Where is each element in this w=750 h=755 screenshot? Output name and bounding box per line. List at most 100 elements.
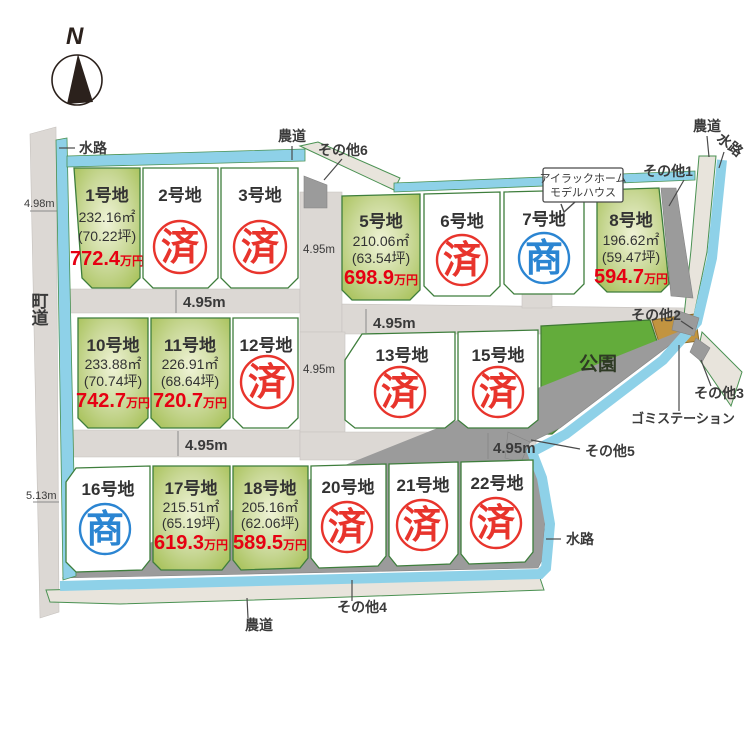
plot-22-sold-stamp: 済 [477, 503, 516, 545]
road-a-left-width: 4.95m [183, 294, 226, 311]
other6-shape [303, 175, 328, 209]
plot-8-shape [596, 187, 670, 293]
model-house-callout-line2: モデルハウス [550, 185, 616, 199]
road-vertical-3-5-width: 4.95m [303, 244, 335, 256]
plot-18-shape [232, 465, 309, 571]
plot-22: 22号地 済 [460, 459, 534, 565]
plot-15-sold-stamp-circle [471, 365, 525, 419]
plot-11-price: 720.7万円 [153, 390, 227, 412]
other4-label: その他4 [337, 599, 387, 615]
plot-18-tsubo: (62.06坪) [241, 515, 299, 531]
plot-6: 6号地 済 [423, 191, 501, 297]
waterway-right-label: 水路 [566, 531, 595, 547]
plot-8-name: 8号地 [609, 210, 652, 230]
town-road-shape [29, 126, 60, 619]
plot-2-shape [142, 167, 219, 289]
plot-17-area: 215.51㎡ [163, 499, 220, 515]
plot-16-negotiating-stamp: 商 [86, 509, 124, 551]
plot-7-name: 7号地 [522, 209, 565, 229]
plot-11: 11号地 226.91㎡ (68.64坪) 720.7万円 [150, 317, 231, 429]
model-house-callout-pointer [560, 201, 576, 214]
plot-16: 16号地 商 [65, 465, 151, 573]
other6-leader [323, 158, 343, 181]
plot-21: 21号地 済 [388, 461, 459, 567]
plot-17-shape [152, 465, 231, 571]
other2-label: その他2 [631, 307, 681, 323]
plot-5-name: 5号地 [359, 211, 402, 231]
plot-18-price: 589.5万円 [233, 532, 307, 554]
plot-8-area: 196.62㎡ [603, 232, 660, 248]
plot-10-shape [77, 317, 149, 429]
plot-11-tsubo: (68.64坪) [161, 373, 219, 389]
farm-road-right-label: 農道 [693, 118, 721, 134]
plot-22-name: 22号地 [471, 473, 524, 493]
road-vertical-12-13-width: 4.95m [303, 364, 335, 376]
waterway-band [59, 159, 727, 591]
road-vertical-3-5 [299, 191, 343, 333]
plot-11-area: 226.91㎡ [162, 356, 219, 372]
plot-22-sold-stamp-circle [469, 496, 523, 550]
farm-road-top-shape [298, 141, 401, 191]
plot-18-name: 18号地 [244, 478, 297, 498]
plot-15-name: 15号地 [472, 345, 525, 365]
plot-6-sold-stamp: 済 [443, 240, 482, 282]
plot-2-name: 2号地 [158, 185, 201, 205]
plot-21-name: 21号地 [397, 475, 450, 495]
plot-10-price: 742.7万円 [76, 390, 150, 412]
plot-10-tsubo: (70.74坪) [84, 373, 142, 389]
plot-13-shape [344, 331, 456, 429]
waterway-top-left-strip [66, 148, 306, 168]
plot-12-name: 12号地 [240, 335, 293, 355]
plot-6-sold-stamp-circle [435, 233, 489, 287]
plot-11-name: 11号地 [164, 335, 216, 355]
waterway-top-left-label: 水路 [79, 140, 108, 156]
plot-17: 17号地 215.51㎡ (65.19坪) 619.3万円 [152, 465, 231, 571]
plot-2-sold-stamp: 済 [161, 227, 200, 269]
plot-7: 7号地 商 [503, 189, 585, 295]
plot-1-price: 772.4万円 [70, 248, 144, 270]
plot-13-sold-stamp-circle [373, 365, 427, 419]
plot-5-price: 698.9万円 [344, 267, 418, 289]
plot-3-sold-stamp-circle [232, 219, 288, 275]
compass-circle-icon [51, 54, 103, 106]
road-a-right-width: 4.95m [373, 315, 416, 332]
plot-3-name: 3号地 [238, 185, 281, 205]
other2-shape [671, 309, 700, 337]
plot-11-shape [150, 317, 231, 429]
plot-20: 20号地 済 [310, 463, 387, 569]
plot-13: 13号地 済 [344, 331, 456, 429]
farm-road-right-leader [706, 135, 710, 158]
other1-shape [660, 187, 694, 299]
other3-label: その他3 [694, 385, 744, 401]
plot-15-sold-stamp: 済 [479, 372, 518, 414]
north-label: N [66, 23, 84, 50]
plot-20-sold-stamp-circle [320, 500, 374, 554]
compass: N [51, 23, 103, 106]
garbage-station-label: ゴミステーション [631, 411, 735, 426]
plot-10-name: 10号地 [87, 335, 140, 355]
plot-2: 2号地 済 [142, 167, 219, 289]
plot-3-shape [220, 167, 299, 289]
plot-20-sold-stamp: 済 [328, 507, 367, 549]
plot-13-sold-stamp: 済 [381, 372, 420, 414]
plot-3-sold-stamp: 済 [241, 227, 280, 269]
plot-6-shape [423, 191, 501, 297]
plot-5-area: 210.06㎡ [353, 233, 410, 249]
waterway-top-right-label: 水路 [714, 130, 747, 160]
other1-label: その他1 [643, 163, 693, 179]
plot-1-name: 1号地 [85, 185, 128, 205]
plot-18-area: 205.16㎡ [242, 499, 299, 515]
road-b-left [61, 429, 301, 458]
plot-10-area: 233.88㎡ [85, 356, 142, 372]
plot-7-negotiating-stamp-circle [517, 231, 571, 285]
farm-road-bottom-label: 農道 [245, 617, 273, 633]
town-road-width-top: 4.98m [24, 198, 55, 210]
model-house-callout-line1: アイラックホーム [539, 172, 626, 185]
plot-7-negotiating-stamp: 商 [525, 238, 563, 280]
other5-leader [530, 439, 581, 450]
north-arrow-icon [67, 54, 93, 104]
plot-8-price: 594.7万円 [594, 266, 668, 288]
model-house-callout-box [542, 167, 624, 203]
other6-label: その他6 [318, 142, 368, 158]
